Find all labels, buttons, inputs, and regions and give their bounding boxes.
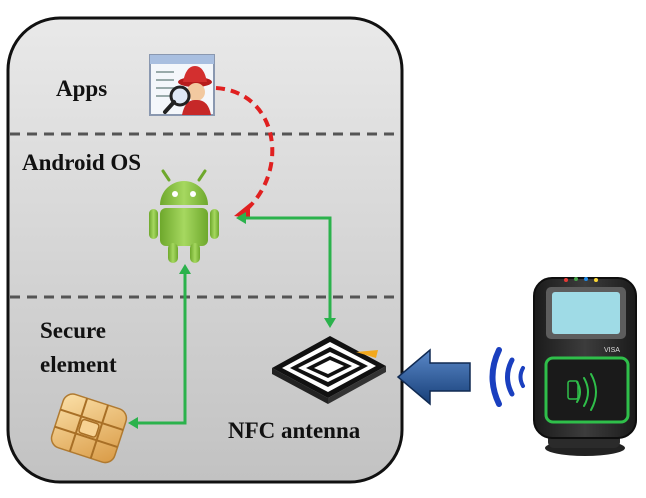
data-path-antenna-os — [240, 216, 332, 322]
nfc-antenna-label: NFC antenna — [228, 418, 361, 443]
data-path-antenna-arrowhead — [324, 318, 336, 328]
apps-label: Apps — [56, 76, 108, 101]
attack-path — [215, 86, 275, 212]
spy-app-icon — [149, 54, 215, 116]
data-path-os-arrowhead — [236, 212, 246, 224]
android-robot-icon — [149, 169, 219, 263]
android-os-label: Android OS — [22, 150, 142, 175]
secure-element-label-line2: element — [40, 352, 117, 377]
nfc-antenna-icon — [272, 336, 386, 404]
data-path-se-arrowhead — [128, 417, 138, 429]
secure-element-label-line1: Secure — [40, 318, 107, 343]
sim-chip-icon — [50, 393, 128, 464]
transfer-arrow-icon — [396, 348, 471, 406]
data-path-os-up-arrowhead — [179, 264, 191, 274]
reader-card-brand: VISA — [604, 347, 620, 354]
rf-waves-icon — [489, 347, 525, 407]
data-path-os-se — [132, 270, 187, 425]
nfc-reader-icon — [533, 277, 637, 456]
